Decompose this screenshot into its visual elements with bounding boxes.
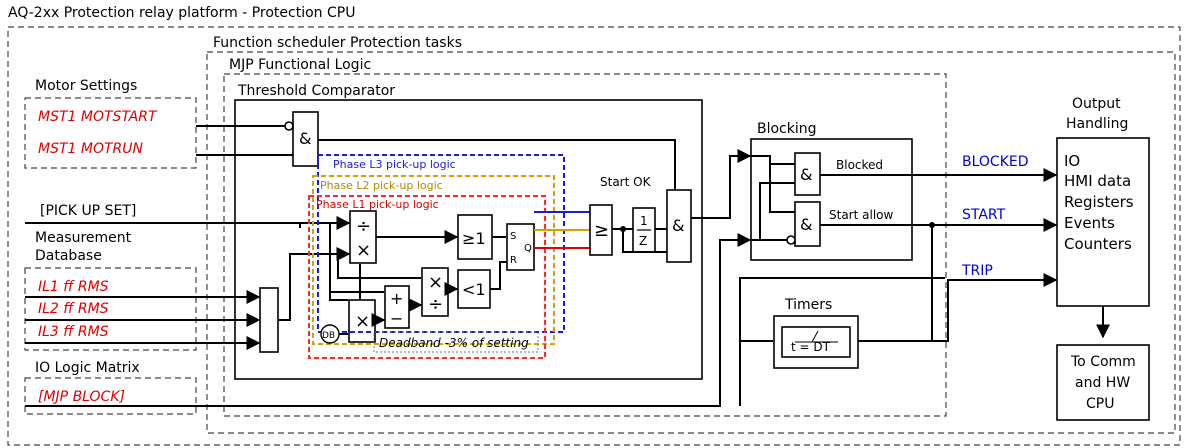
phase-l2-frame (312, 175, 555, 345)
io-logic-label: IO Logic Matrix (35, 360, 140, 376)
blocked-and-label: & (800, 165, 812, 184)
signal-start: START (962, 207, 1006, 223)
start-ok-and-gate (666, 189, 692, 263)
timers-label: Timers (784, 297, 832, 313)
start-ok-and-label: & (672, 216, 684, 235)
scheduler-frame (206, 51, 1176, 434)
measured-branch-wire (359, 264, 361, 300)
comm-line-3: CPU (1086, 396, 1114, 412)
io-logic-item: [MJP BLOCK] (38, 389, 125, 405)
blocking-label: Blocking (757, 121, 817, 137)
measurement-label-2: Database (35, 248, 102, 264)
db-times-symbol: × (355, 311, 370, 332)
invert-bubble (284, 121, 294, 131)
trip-route-wire (739, 277, 945, 406)
start-to-timer-wire (860, 225, 933, 342)
sr-s-label: S (510, 231, 516, 242)
threshold-title: Threshold Comparator (237, 83, 395, 99)
blocking-box (750, 138, 913, 261)
phase-selector (259, 287, 279, 353)
threshold-comparator-box (234, 99, 703, 380)
geq-label: ≥ (594, 220, 609, 241)
sr-q-label: Q (524, 243, 532, 254)
trip-output-wire (858, 273, 1058, 342)
mjp-title: MJP Functional Logic (229, 57, 371, 73)
divide-symbol: ÷ (356, 216, 371, 237)
blocking-start-wire (751, 155, 795, 213)
comm-box (1056, 344, 1150, 421)
motor-setting-item-motrun: MST1 MOTRUN (38, 141, 144, 157)
block-signal-wire (25, 233, 752, 407)
md-times-symbol: × (428, 272, 443, 293)
measurement-item-il1: IL1 ff RMS (38, 279, 109, 295)
start-allow-and-label: & (800, 215, 812, 234)
timer-input-wire (739, 340, 773, 406)
setting-branch-wire (329, 223, 384, 301)
blocking-block-wire (751, 182, 795, 241)
sr-r-label: R (510, 255, 517, 266)
phase-l2-label: Phase L2 pick-up logic (320, 179, 443, 192)
dt-timer (781, 326, 851, 358)
plus-symbol: + (390, 289, 403, 308)
measurement-label-1: Measurement (35, 230, 132, 246)
start-allow-label: Start allow (829, 208, 893, 222)
motor-and-gate-label: & (299, 129, 311, 148)
motor-and-output-wire (318, 139, 676, 190)
phase-l3-label: Phase L3 pick-up logic (333, 158, 456, 171)
output-item-hmi: HMI data (1064, 172, 1131, 190)
measured-to-multiply-wire (337, 254, 421, 279)
motor-settings-box (24, 97, 197, 169)
times-symbol: × (356, 240, 371, 261)
output-item-counters: Counters (1064, 235, 1132, 253)
deadband-source-label: DB (322, 331, 335, 341)
pickup-set-label: [PICK UP SET] (40, 203, 136, 219)
phase-l3-frame (317, 154, 565, 333)
delay-den: Z (639, 234, 647, 248)
deadband-note-box (373, 331, 539, 353)
scheduler-title: Function scheduler Protection tasks (213, 35, 462, 51)
start-ok-label: Start OK (600, 175, 652, 189)
signal-trip: TRIP (961, 263, 993, 279)
output-title-2: Handling (1066, 116, 1128, 132)
mjp-frame (223, 73, 947, 417)
output-item-events: Events (1064, 214, 1115, 232)
comm-line-1: To Comm (1070, 354, 1136, 370)
measurement-item-il3: IL3 ff RMS (38, 324, 109, 340)
minus-symbol: − (390, 309, 403, 328)
platform-frame (7, 26, 1181, 446)
deadband-note: Deadband -3% of setting (379, 336, 529, 350)
motor-setting-item-motstart: MST1 MOTSTART (38, 109, 158, 125)
lt1-label: <1 (462, 280, 486, 299)
or-gate-label: ≥1 (462, 229, 486, 248)
dt-formula: t = DT (791, 340, 831, 354)
comm-line-2: and HW (1075, 375, 1130, 391)
dt-timer-glyph (795, 330, 838, 343)
measurement-item-il2: IL2 ff RMS (38, 301, 109, 317)
md-divide-symbol: ÷ (428, 294, 443, 315)
platform-title: AQ-2xx Protection relay platform - Prote… (8, 5, 355, 21)
lt1-output-wire (490, 261, 507, 290)
output-item-io: IO (1064, 152, 1080, 170)
start-allow-invert (786, 235, 796, 245)
signal-blocked: BLOCKED (962, 154, 1029, 170)
start-ok-output-wire (691, 149, 752, 219)
motor-settings-label: Motor Settings (35, 78, 137, 94)
output-title-1: Output (1072, 96, 1121, 112)
phase-l1-frame (308, 195, 546, 359)
blocked-label: Blocked (836, 158, 883, 172)
selector-output-wire (278, 247, 351, 321)
delay-num: 1 (640, 214, 648, 228)
phase-l1-label: Phase L1 pick-up logic (316, 198, 439, 211)
output-item-registers: Registers (1064, 193, 1134, 211)
io-logic-box (24, 377, 197, 415)
measurement-box (24, 267, 197, 351)
